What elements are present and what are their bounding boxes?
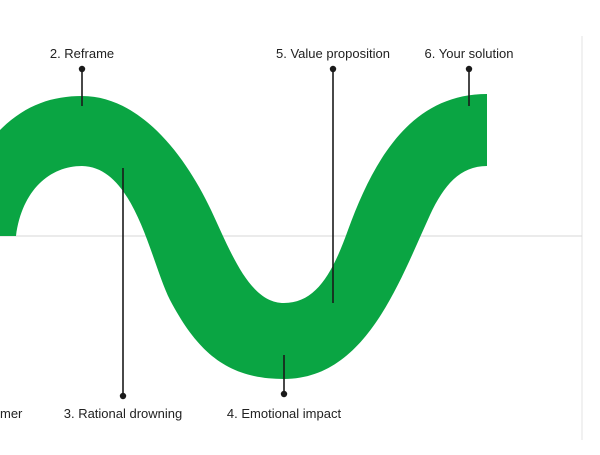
narrative-wave-band — [0, 94, 487, 379]
label-step-1-partial: mer — [0, 406, 23, 421]
marker-dot-reframe — [78, 65, 86, 73]
label-reframe: 2. Reframe — [50, 46, 114, 61]
label-your-solution: 6. Your solution — [425, 46, 514, 61]
label-emotional-impact: 4. Emotional impact — [227, 406, 342, 421]
label-value-proposition: 5. Value proposition — [276, 46, 390, 61]
marker-dot-rational-drowning — [119, 392, 127, 400]
label-rational-drowning: 3. Rational drowning — [64, 406, 183, 421]
marker-dot-value-proposition — [329, 65, 337, 73]
marker-dot-your-solution — [465, 65, 473, 73]
marker-dot-emotional-impact — [280, 390, 288, 398]
